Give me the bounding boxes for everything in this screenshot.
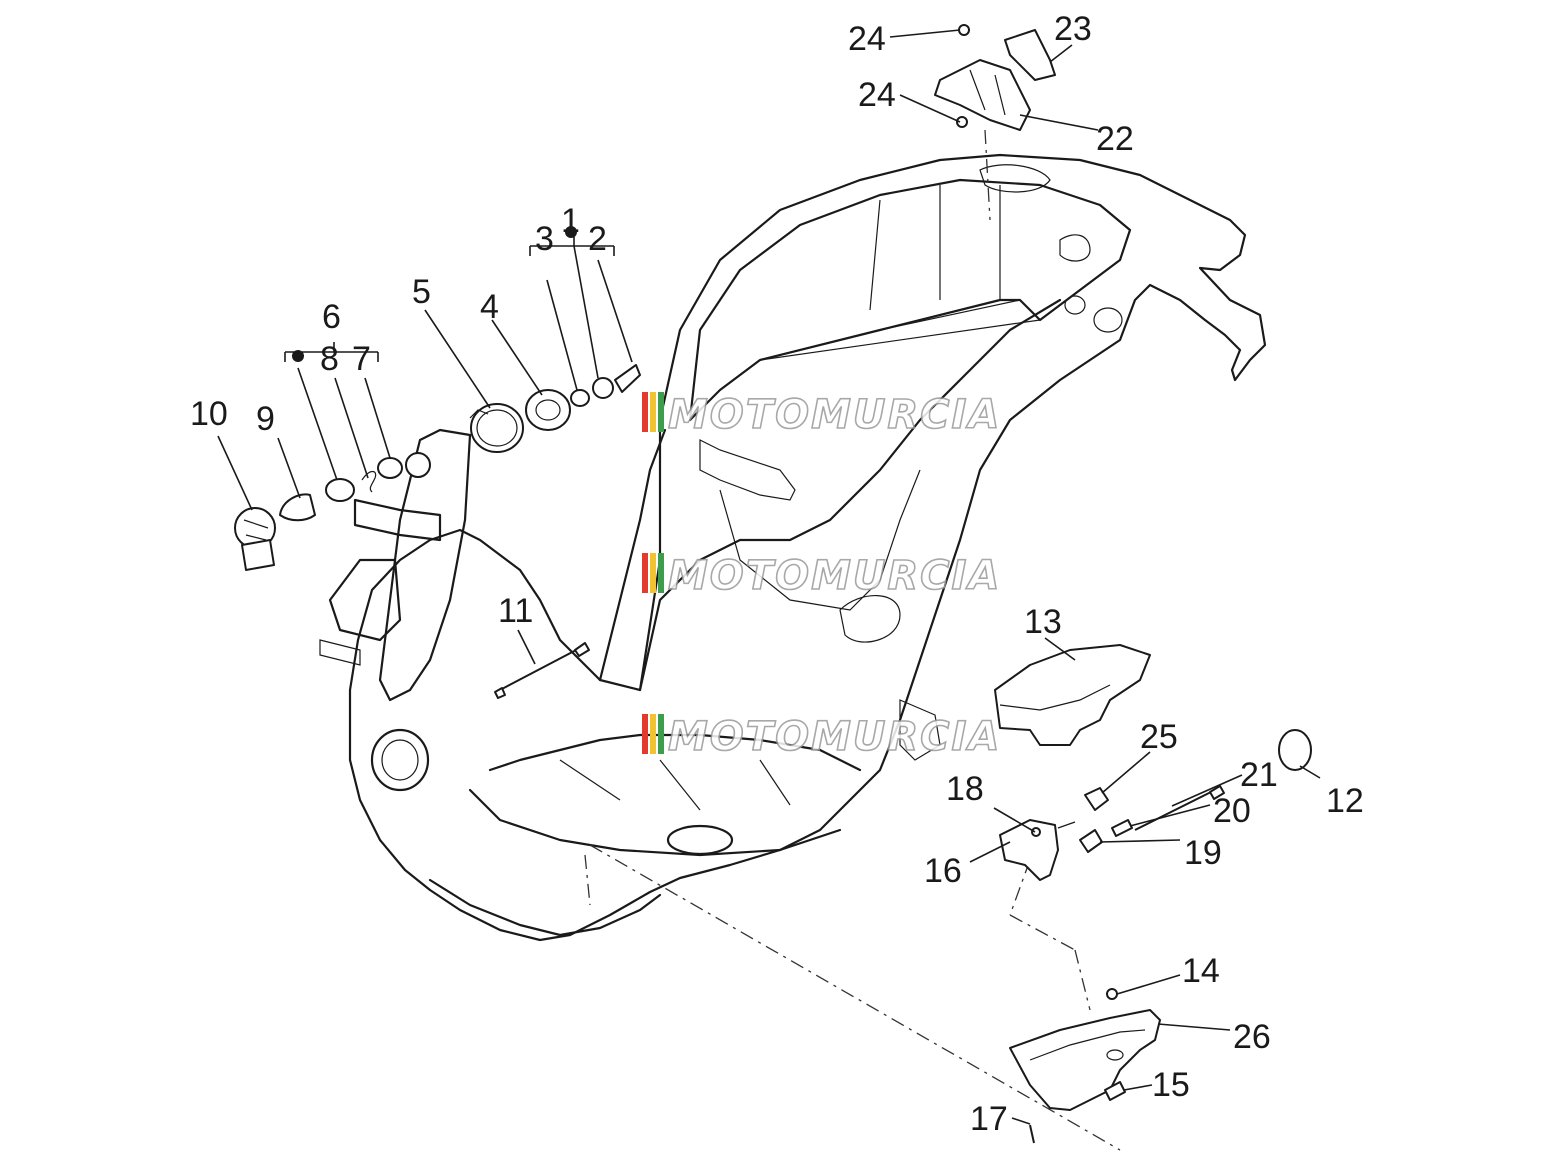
callout-14: 14 <box>1182 952 1220 990</box>
part-tray-26 <box>1009 988 1161 1144</box>
watermark-lower: MOTOMURCIA <box>642 713 1001 761</box>
watermark-text: MOTOMURCIA <box>668 714 1001 760</box>
callout-16: 16 <box>924 852 962 890</box>
callout-17: 17 <box>970 1100 1008 1138</box>
callout-19: 19 <box>1184 834 1222 872</box>
callout-23: 23 <box>1054 10 1092 48</box>
part-bushing-8 <box>325 478 355 502</box>
callout-leaders <box>217 29 1321 1125</box>
callout-11: 11 <box>498 592 533 630</box>
watermark-middle: MOTOMURCIA <box>642 552 1001 600</box>
callout-20: 20 <box>1213 792 1251 830</box>
part-spring-7 <box>361 452 431 493</box>
callout-6: 6 <box>322 298 341 336</box>
callout-10: 10 <box>190 395 228 433</box>
callout-24-lower: 24 <box>858 76 896 114</box>
watermark-stripe-green <box>658 392 664 432</box>
watermark-stripe-red <box>642 714 648 754</box>
callout-labels: 1 2 3 4 5 6 7 8 9 10 11 12 13 14 15 16 1… <box>190 10 1364 1138</box>
callout-18: 18 <box>946 770 984 808</box>
part-ring-12 <box>1278 729 1312 771</box>
scooter-frame <box>319 153 1267 942</box>
callout-15: 15 <box>1152 1066 1190 1104</box>
part-lock-housing-4 <box>525 389 571 431</box>
callout-3: 3 <box>535 220 554 258</box>
part-clip-25 <box>1084 787 1109 811</box>
part-lock-cylinder-2 <box>592 364 641 399</box>
callout-22: 22 <box>1096 120 1134 158</box>
callout-12: 12 <box>1326 782 1364 820</box>
callout-5: 5 <box>412 273 431 311</box>
callout-13: 13 <box>1024 603 1062 641</box>
part-actuator-16 <box>999 819 1076 881</box>
watermark-stripe-yellow <box>650 553 656 593</box>
watermark-text: MOTOMURCIA <box>668 392 1001 438</box>
part-ring-3 <box>570 389 590 407</box>
watermark-stripe-red <box>642 392 648 432</box>
callout-26: 26 <box>1233 1018 1271 1056</box>
callout-8: 8 <box>320 340 339 378</box>
watermark-text: MOTOMURCIA <box>668 553 1001 599</box>
watermark-stripe-green <box>658 553 664 593</box>
part-fitting-19-20 <box>1079 819 1133 853</box>
watermark-upper: MOTOMURCIA <box>642 391 1001 439</box>
part-box-13 <box>994 644 1151 746</box>
part-cable-21 <box>1134 785 1225 831</box>
callout-24-top: 24 <box>848 20 886 58</box>
watermark-stripe-yellow <box>650 392 656 432</box>
part-cover-9 <box>279 493 316 522</box>
callout-4: 4 <box>480 288 499 326</box>
part-cable-11 <box>494 642 590 699</box>
callout-2: 2 <box>588 220 607 258</box>
part-ring-5 <box>469 403 524 453</box>
watermark-stripe-green <box>658 714 664 754</box>
callout-21: 21 <box>1240 756 1278 794</box>
kit-marker-dot <box>292 350 304 362</box>
watermark-stripe-yellow <box>650 714 656 754</box>
callout-25: 25 <box>1140 718 1178 756</box>
callout-9: 9 <box>256 400 275 438</box>
kit-marker-dot <box>565 226 577 238</box>
part-ignition-switch <box>234 507 276 571</box>
callout-1: 1 <box>561 202 580 240</box>
watermark-stripe-red <box>642 553 648 593</box>
callout-7: 7 <box>352 340 371 378</box>
part-hinge-22-23 <box>934 24 1056 131</box>
assembly-guide-lines <box>584 129 1121 1151</box>
